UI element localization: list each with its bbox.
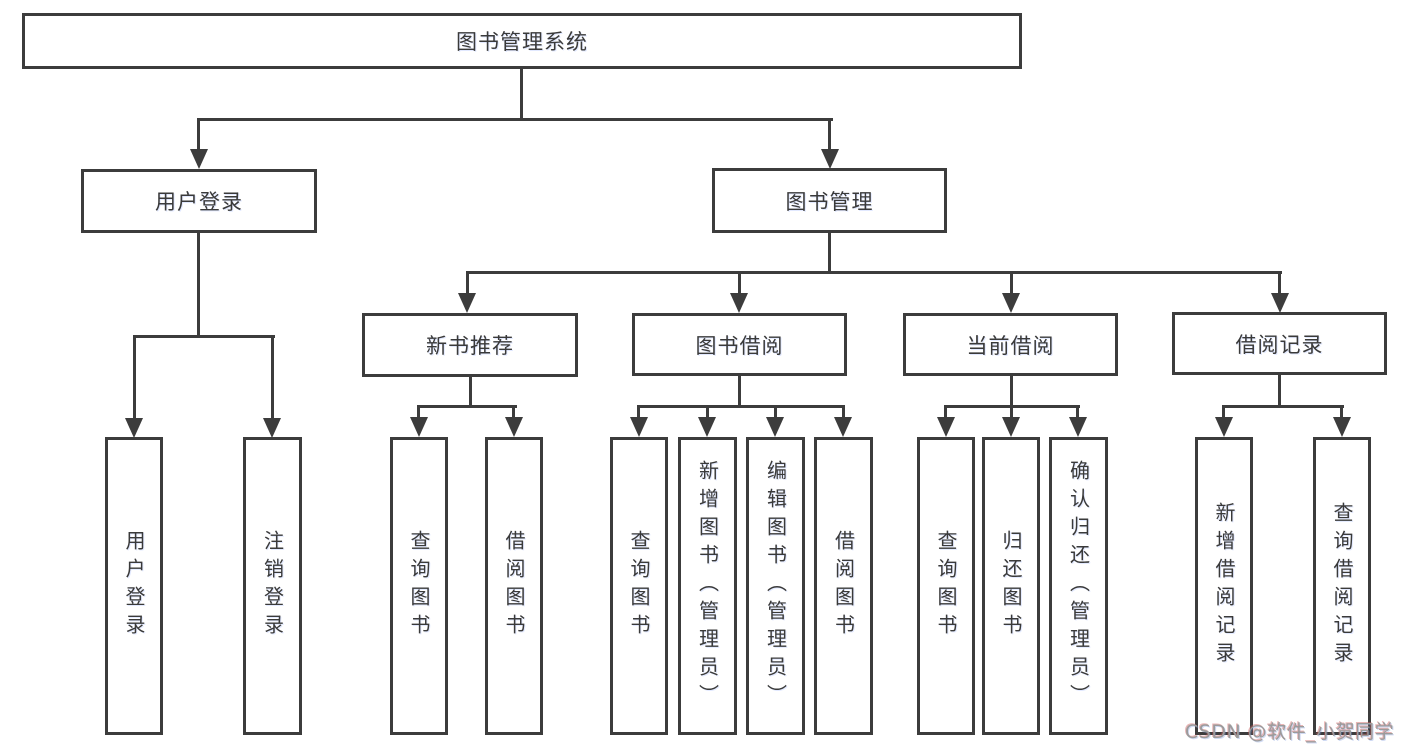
node-book-management: 图书管理	[712, 168, 947, 233]
connector-line	[520, 69, 523, 119]
connector-line	[774, 405, 777, 419]
node-current-borrowing: 当前借阅	[903, 313, 1118, 376]
leaf-query-books-current: 查询图书	[917, 437, 975, 735]
arrow-down-icon	[766, 417, 784, 437]
connector-line	[637, 405, 640, 419]
connector-line	[1278, 271, 1281, 296]
leaf-borrow-books: 借阅图书	[814, 437, 873, 735]
arrow-down-icon	[1002, 293, 1020, 313]
arrow-down-icon	[263, 418, 281, 438]
leaf-confirm-return-admin: 确认归还（管理员）	[1049, 437, 1108, 735]
connector-line	[469, 377, 472, 408]
arrow-down-icon	[125, 418, 143, 438]
connector-line	[466, 271, 1282, 274]
connector-line	[1222, 405, 1225, 419]
leaf-logout: 注销登录	[243, 437, 302, 735]
connector-line	[1010, 271, 1013, 296]
leaf-borrow-books-recommend: 借阅图书	[485, 437, 543, 735]
connector-line	[197, 118, 833, 121]
leaf-user-login: 用户登录	[105, 437, 163, 735]
connector-line	[1010, 405, 1013, 419]
connector-line	[1278, 375, 1281, 408]
connector-line	[466, 271, 469, 296]
connector-line	[417, 405, 420, 419]
connector-line	[1010, 376, 1013, 408]
arrow-down-icon	[505, 417, 523, 437]
node-root-library-system: 图书管理系统	[22, 13, 1022, 69]
arrow-down-icon	[630, 417, 648, 437]
arrow-down-icon	[1271, 293, 1289, 313]
leaf-edit-books-admin: 编辑图书（管理员）	[746, 437, 805, 735]
node-book-borrowing: 图书借阅	[632, 313, 847, 376]
connector-line	[1340, 405, 1343, 419]
arrow-down-icon	[834, 417, 852, 437]
connector-line	[512, 405, 515, 419]
arrow-down-icon	[937, 417, 955, 437]
node-borrow-records: 借阅记录	[1172, 312, 1387, 375]
connector-line	[133, 335, 275, 338]
arrow-down-icon	[1069, 417, 1087, 437]
csdn-watermark: CSDN @软件_小贺同学	[1185, 721, 1395, 743]
arrow-down-icon	[1002, 417, 1020, 437]
leaf-add-borrow-record: 新增借阅记录	[1195, 437, 1253, 735]
node-new-book-recommend: 新书推荐	[362, 313, 578, 377]
node-user-login: 用户登录	[81, 169, 317, 233]
connector-line	[738, 271, 741, 296]
arrow-down-icon	[698, 417, 716, 437]
arrow-down-icon	[1333, 417, 1351, 437]
connector-line	[637, 405, 845, 408]
connector-line	[738, 376, 741, 408]
connector-line	[271, 335, 274, 419]
connector-line	[197, 233, 200, 338]
arrow-down-icon	[458, 293, 476, 313]
connector-line	[133, 335, 136, 419]
leaf-add-books-admin: 新增图书（管理员）	[678, 437, 737, 735]
connector-line	[706, 405, 709, 419]
arrow-down-icon	[410, 417, 428, 437]
leaf-query-books-recommend: 查询图书	[390, 437, 448, 735]
connector-line	[842, 405, 845, 419]
leaf-query-borrow-record: 查询借阅记录	[1313, 437, 1371, 735]
connector-line	[417, 405, 517, 408]
arrow-down-icon	[190, 149, 208, 169]
leaf-query-books-borrowing: 查询图书	[610, 437, 668, 735]
connector-line	[944, 405, 947, 419]
arrow-down-icon	[821, 149, 839, 169]
leaf-return-books: 归还图书	[982, 437, 1040, 735]
connector-line	[828, 233, 831, 274]
arrow-down-icon	[1215, 417, 1233, 437]
arrow-down-icon	[730, 293, 748, 313]
connector-line	[197, 118, 200, 151]
connector-line	[1222, 405, 1344, 408]
connector-line	[828, 118, 831, 151]
connector-line	[1076, 405, 1079, 419]
